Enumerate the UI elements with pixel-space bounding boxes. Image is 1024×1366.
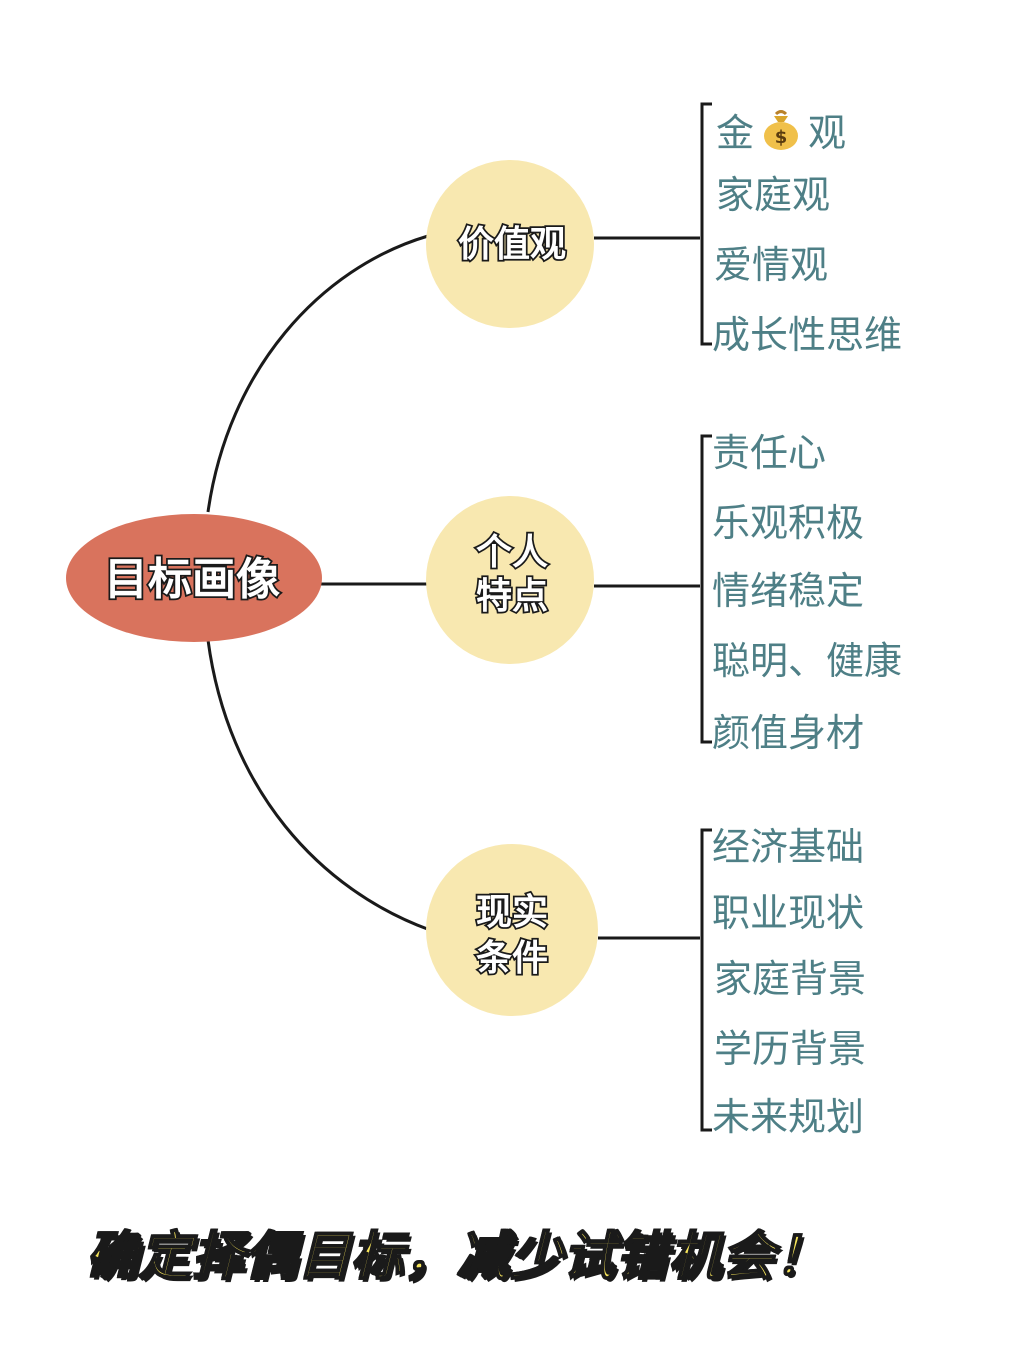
branch-label-reality-line1: 现实	[476, 892, 548, 933]
leaf-values-1: 金 $ 观	[716, 106, 846, 158]
leaf-personal-4: 聪明、健康	[712, 639, 903, 683]
leaf-reality-2: 职业现状	[712, 891, 865, 935]
connector-arc-top	[206, 234, 429, 513]
leaf-personal-2: 乐观积极	[712, 501, 865, 545]
connector-arc-bottom	[206, 639, 431, 932]
leaf-reality-3: 家庭背景	[714, 957, 867, 1001]
leaf-text: 金	[716, 111, 755, 155]
bracket-values	[700, 102, 712, 346]
leaf-values-2: 家庭观	[716, 173, 831, 217]
slogan-text: 确定择偶目标，减少试错机会！	[85, 1226, 829, 1288]
money-bag-icon: $	[758, 106, 804, 158]
leaf-reality-4: 学历背景	[714, 1027, 867, 1071]
leaf-personal-3: 情绪稳定	[712, 569, 865, 613]
root-node	[66, 514, 322, 642]
branch-label-values: 价值观	[458, 224, 566, 265]
leaf-values-4: 成长性思维	[712, 313, 903, 357]
leaf-reality-5: 未来规划	[712, 1095, 865, 1139]
leaf-personal-5: 颜值身材	[712, 711, 865, 755]
branch-node-reality	[426, 844, 598, 1016]
leaf-reality-1: 经济基础	[712, 825, 865, 869]
branch-label-personal-line1: 个人	[476, 532, 548, 573]
leaf-values-3: 爱情观	[714, 243, 829, 287]
root-label: 目标画像	[104, 554, 280, 605]
leaf-personal-1: 责任心	[712, 431, 827, 475]
branch-label-personal-line2: 特点	[476, 576, 548, 617]
leaf-suffix: 观	[808, 111, 847, 155]
svg-text:$: $	[775, 127, 788, 148]
bracket-personal	[700, 434, 712, 744]
branch-label-reality-line2: 条件	[476, 938, 548, 979]
branch-node-personal	[426, 496, 594, 664]
bracket-reality	[700, 828, 712, 1132]
branch-node-values	[426, 160, 594, 328]
